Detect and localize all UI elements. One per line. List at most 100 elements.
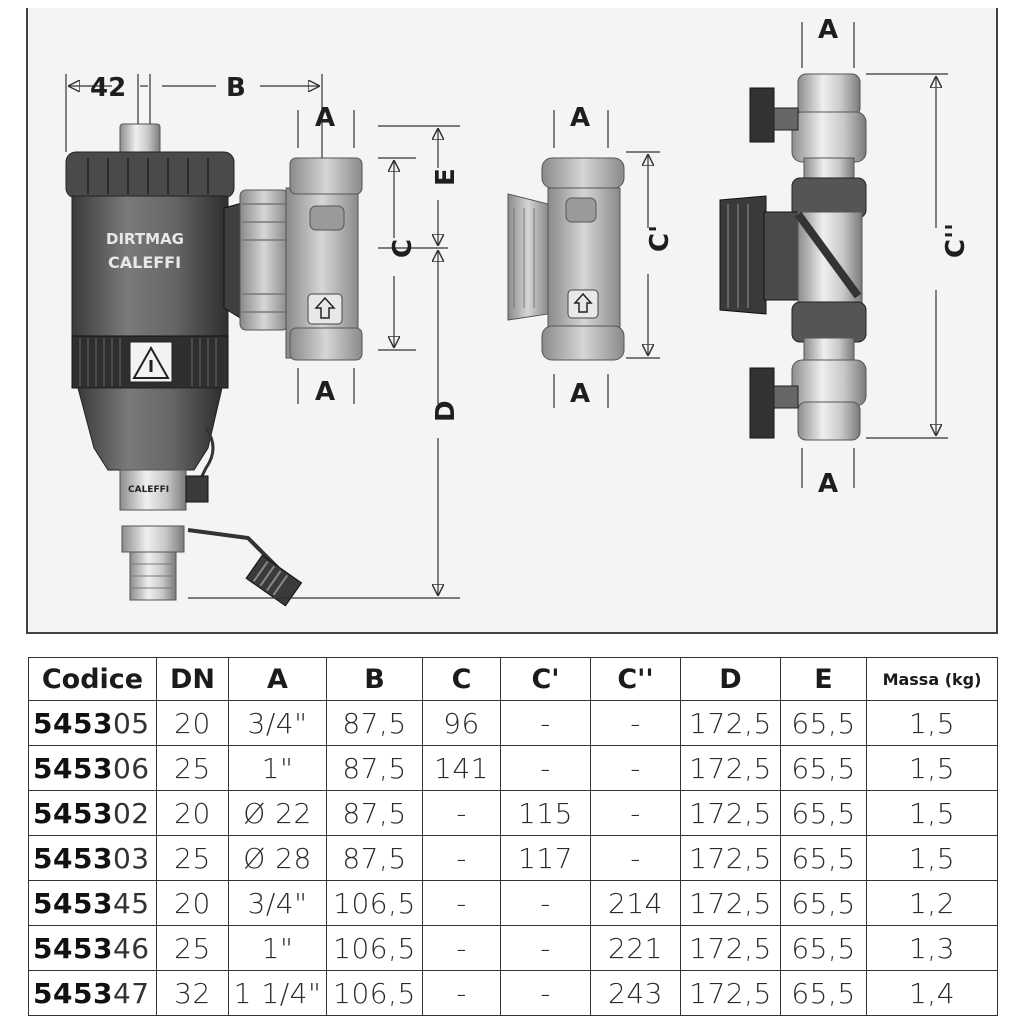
cell-c2: 221 [590,925,681,971]
product-code-cell: 545305 [28,700,157,746]
product-name: DIRTMAG [106,230,184,248]
dimension-e-label: E [431,168,461,186]
column-header: D [680,657,781,701]
code-prefix: 5453 [33,841,113,875]
product-code-cell: 545303 [28,835,157,881]
column-header: B [326,657,423,701]
cell-dn: 25 [156,925,229,971]
cell-dn: 20 [156,880,229,926]
product-code-cell: 545306 [28,745,157,791]
cell-c2: 214 [590,880,681,926]
column-header: DN [156,657,229,701]
cell-c2: - [590,745,681,791]
cell-b: 87,5 [326,790,423,836]
column-header: C' [500,657,591,701]
cell-massa: 1,4 [866,970,998,1016]
dimension-b-label: B [226,73,246,103]
cell-a: Ø 22 [228,790,327,836]
cell-c1: - [500,970,591,1016]
cell-e: 65,5 [780,970,867,1016]
code-suffix: 45 [112,886,150,920]
cell-dn: 25 [156,835,229,881]
cell-massa: 1,5 [866,745,998,791]
column-header: E [780,657,867,701]
product-code-cell: 545347 [28,970,157,1016]
cell-a: 3/4" [228,700,327,746]
dimension-a-label: A [570,379,590,409]
cell-c1: - [500,700,591,746]
cell-d: 172,5 [680,925,781,971]
code-prefix: 5453 [33,886,113,920]
cell-c1: - [500,745,591,791]
code-prefix: 5453 [33,796,113,830]
code-prefix: 5453 [33,976,113,1010]
product-code-cell: 545346 [28,925,157,971]
cell-e: 65,5 [780,925,867,971]
brand-name: CALEFFI [108,253,181,272]
column-header: Massa (kg) [866,657,998,701]
dimension-42-label: 42 [90,73,126,103]
product-code-cell: 545345 [28,880,157,926]
cell-dn: 32 [156,970,229,1016]
cell-massa: 1,3 [866,925,998,971]
code-prefix: 5453 [33,706,113,740]
cell-c: - [422,790,501,836]
separator-ballvalve-view: A A C'' [719,15,971,499]
valve-brand-name: CALEFFI [128,485,169,495]
dimension-a-label: A [570,103,590,133]
column-header: A [228,657,327,701]
cell-c1: - [500,925,591,971]
code-suffix: 47 [112,976,150,1010]
cell-e: 65,5 [780,835,867,881]
dimension-c-label: C [388,239,418,258]
cell-dn: 20 [156,790,229,836]
cell-c: 141 [422,745,501,791]
cell-massa: 1,5 [866,700,998,746]
dimension-c-prime-label: C' [645,225,675,252]
cell-a: 1 1/4" [228,970,327,1016]
cell-d: 172,5 [680,790,781,836]
cell-e: 65,5 [780,790,867,836]
code-prefix: 5453 [33,931,113,965]
column-header: Codice [28,657,157,701]
cell-massa: 1,5 [866,835,998,881]
cell-b: 106,5 [326,880,423,926]
cell-c1: - [500,880,591,926]
cell-a: 3/4" [228,880,327,926]
cell-e: 65,5 [780,880,867,926]
cell-b: 106,5 [326,925,423,971]
code-suffix: 46 [112,931,150,965]
cell-c2: 243 [590,970,681,1016]
code-suffix: 05 [112,706,150,740]
cell-c: - [422,880,501,926]
cell-a: Ø 28 [228,835,327,881]
separator-main-view: DIRTMAG CALEFFI CALEFFI [65,73,461,607]
dimension-a-label: A [818,15,838,45]
dimension-c-double-prime-label: C'' [941,223,971,258]
cell-d: 172,5 [680,745,781,791]
code-suffix: 02 [112,796,150,830]
cell-e: 65,5 [780,700,867,746]
cell-b: 87,5 [326,700,423,746]
table-header-row: Codice DN A B C C' C'' D E Massa (kg) [28,657,998,701]
cell-c: - [422,835,501,881]
cell-c: - [422,925,501,971]
code-suffix: 06 [112,751,150,785]
dimension-a-label: A [818,469,838,499]
cell-b: 87,5 [326,835,423,881]
dimension-d-label: D [431,400,461,422]
cell-c: 96 [422,700,501,746]
cell-c2: - [590,790,681,836]
column-header: C [422,657,501,701]
cell-c: - [422,970,501,1016]
dimension-a-label: A [315,377,335,407]
cell-d: 172,5 [680,970,781,1016]
technical-drawing: DIRTMAG CALEFFI CALEFFI [26,8,998,634]
cell-c1: 117 [500,835,591,881]
cell-d: 172,5 [680,700,781,746]
